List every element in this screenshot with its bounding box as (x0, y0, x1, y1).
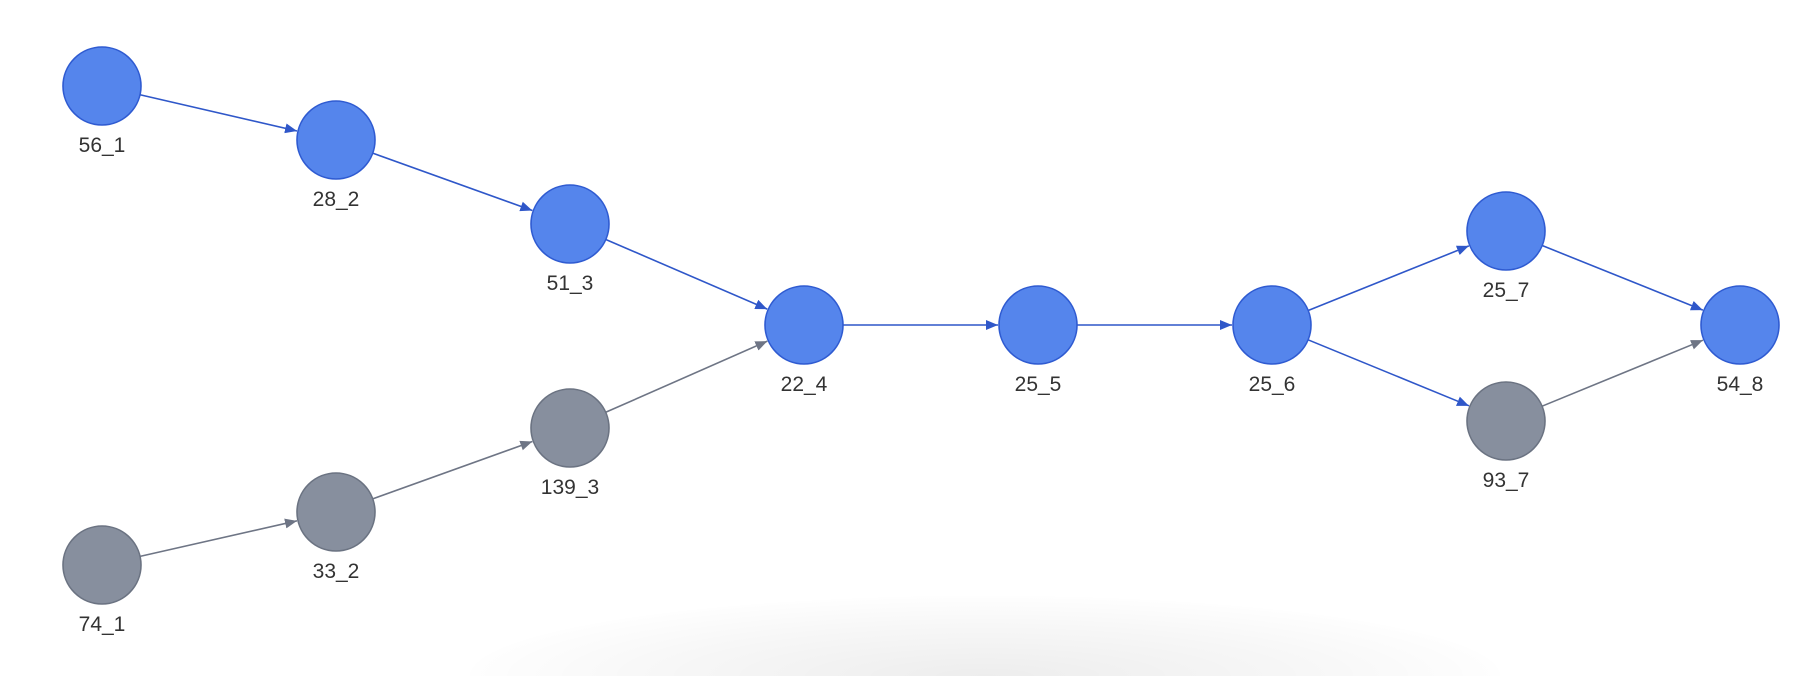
node-label: 54_8 (1717, 373, 1764, 396)
node-51_3[interactable]: 51_3 (530, 184, 610, 295)
edge-28_2-to-51_3 (372, 152, 533, 212)
edge-51_3-to-22_4 (605, 238, 768, 310)
node-circle[interactable] (296, 472, 376, 552)
node-circle[interactable] (764, 285, 844, 365)
node-circle[interactable] (530, 388, 610, 468)
edge-33_2-to-139_3 (372, 440, 533, 500)
node-label: 28_2 (313, 188, 360, 211)
node-circle[interactable] (1466, 191, 1546, 271)
node-label: 25_5 (1015, 373, 1062, 396)
node-22_4[interactable]: 22_4 (764, 285, 844, 396)
node-circle[interactable] (1232, 285, 1312, 365)
node-74_1[interactable]: 74_1 (62, 525, 142, 636)
node-93_7[interactable]: 93_7 (1466, 381, 1546, 492)
node-56_1[interactable]: 56_1 (62, 46, 142, 157)
node-circle[interactable] (62, 46, 142, 126)
node-circle[interactable] (1466, 381, 1546, 461)
node-circle[interactable] (530, 184, 610, 264)
edge-56_1-to-28_2 (139, 93, 298, 134)
edge-139_3-to-22_4 (605, 340, 768, 414)
node-25_6[interactable]: 25_6 (1232, 285, 1312, 396)
edge-25_6-to-25_7 (1307, 245, 1470, 312)
node-label: 25_7 (1483, 279, 1530, 302)
node-25_5[interactable]: 25_5 (998, 285, 1078, 396)
node-circle[interactable] (998, 285, 1078, 365)
edge-93_7-to-54_8 (1541, 339, 1704, 407)
node-label: 51_3 (547, 272, 594, 295)
edge-25_7-to-54_8 (1541, 244, 1704, 311)
nodes-layer: 56_1 28_2 51_3 22_4 25_5 25_6 25_7 54_8 74_1 33_2… (62, 46, 1780, 636)
node-circle[interactable] (296, 100, 376, 180)
node-33_2[interactable]: 33_2 (296, 472, 376, 583)
node-139_3[interactable]: 139_3 (530, 388, 610, 499)
edge-25_6-to-93_7 (1307, 339, 1470, 407)
node-54_8[interactable]: 54_8 (1700, 285, 1780, 396)
node-label: 56_1 (79, 134, 126, 157)
node-25_7[interactable]: 25_7 (1466, 191, 1546, 302)
lineage-graph[interactable]: 56_1 28_2 51_3 22_4 25_5 25_6 25_7 54_8 74_1 33_2… (0, 0, 1800, 656)
edges-layer (139, 93, 1704, 558)
node-label: 139_3 (541, 476, 599, 499)
node-circle[interactable] (62, 525, 142, 605)
node-label: 25_6 (1249, 373, 1296, 396)
node-circle[interactable] (1700, 285, 1780, 365)
node-28_2[interactable]: 28_2 (296, 100, 376, 211)
node-label: 74_1 (79, 613, 126, 636)
node-label: 93_7 (1483, 469, 1530, 492)
node-label: 33_2 (313, 560, 360, 583)
edge-74_1-to-33_2 (139, 518, 298, 558)
node-label: 22_4 (781, 373, 828, 396)
